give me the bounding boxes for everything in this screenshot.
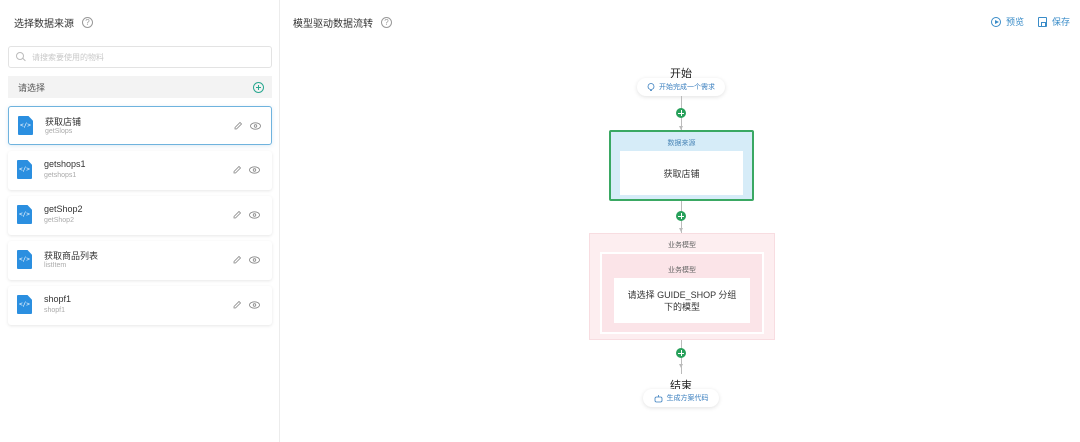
edit-icon[interactable]	[233, 121, 243, 131]
view-icon[interactable]	[249, 256, 260, 264]
file-icon-glyph: </>	[20, 122, 31, 129]
add-icon[interactable]	[253, 81, 264, 93]
code-file-icon: </>	[17, 160, 32, 179]
code-file-icon: </>	[18, 116, 33, 135]
edit-icon[interactable]	[232, 300, 242, 310]
canvas-title: 模型驱动数据流转	[293, 18, 373, 30]
arrow-icon	[678, 364, 683, 368]
edit-icon[interactable]	[232, 210, 242, 220]
file-icon-glyph: </>	[19, 256, 30, 263]
arrow-icon	[678, 126, 683, 130]
source-list: </> 获取店铺 getSlops </> getshops1 getshops…	[8, 106, 272, 331]
help-icon[interactable]: ?	[381, 16, 392, 28]
list-item[interactable]: </> 获取店铺 getSlops	[8, 106, 272, 145]
model-inner-label: 业务模型	[668, 267, 696, 274]
item-name: 获取店铺	[45, 117, 82, 127]
toolbar: 预览 保存	[977, 15, 1070, 28]
item-name: getShop2	[44, 204, 83, 214]
preview-button[interactable]: 预览	[990, 15, 1024, 28]
source-node-value: 获取店铺	[620, 151, 743, 195]
model-outer-label: 业务模型	[668, 242, 696, 249]
view-icon[interactable]	[249, 211, 260, 219]
edit-icon[interactable]	[232, 165, 242, 175]
add-step-icon[interactable]	[676, 211, 686, 221]
search-input[interactable]	[32, 52, 262, 62]
preview-label: 预览	[1005, 17, 1024, 27]
add-step-icon[interactable]	[676, 108, 686, 118]
item-code: getShop2	[44, 217, 74, 224]
item-code: getshops1	[44, 172, 77, 179]
select-section-bar: 请选择	[8, 76, 272, 98]
arrow-icon	[678, 228, 683, 232]
file-icon-glyph: </>	[19, 211, 30, 218]
item-name: 获取商品列表	[44, 251, 99, 261]
play-icon	[990, 16, 1001, 27]
end-pill[interactable]: 生成方案代码	[643, 389, 719, 407]
list-item[interactable]: </> getshops1 getshops1	[8, 151, 272, 190]
save-button[interactable]: 保存	[1037, 15, 1070, 28]
bulb-icon	[647, 82, 655, 91]
data-source-panel: 选择数据来源 ? 请选择 </> 获取店铺 getSlops </> getsh…	[0, 0, 280, 442]
end-pill-label: 生成方案代码	[666, 395, 709, 402]
code-file-icon: </>	[17, 205, 32, 224]
section-label: 请选择	[18, 82, 46, 93]
panel-header: 选择数据来源 ?	[14, 15, 93, 30]
item-code: shopf1	[44, 307, 66, 314]
view-icon[interactable]	[249, 301, 260, 309]
start-node-title: 开始	[670, 68, 692, 80]
save-icon	[1037, 16, 1047, 27]
edit-icon[interactable]	[232, 255, 242, 265]
list-item[interactable]: </> getShop2 getShop2	[8, 196, 272, 235]
start-pill-label: 开始完成一个需求	[659, 84, 715, 91]
business-model-node[interactable]: 业务模型 业务模型 请选择 GUIDE_SHOP 分组下的模型	[589, 233, 775, 340]
view-icon[interactable]	[250, 122, 261, 130]
code-file-icon: </>	[17, 295, 32, 314]
item-code: getSlops	[45, 128, 73, 135]
item-code: listItem	[44, 262, 67, 269]
model-select-prompt[interactable]: 请选择 GUIDE_SHOP 分组下的模型	[614, 278, 750, 323]
list-item[interactable]: </> shopf1 shopf1	[8, 286, 272, 325]
file-icon-glyph: </>	[19, 301, 30, 308]
item-name: getshops1	[44, 159, 86, 169]
save-label: 保存	[1051, 17, 1070, 27]
start-pill[interactable]: 开始完成一个需求	[637, 78, 725, 96]
item-name: shopf1	[44, 294, 72, 304]
view-icon[interactable]	[249, 166, 260, 174]
add-step-icon[interactable]	[676, 348, 686, 358]
business-model-group: 业务模型 请选择 GUIDE_SHOP 分组下的模型	[600, 252, 764, 334]
search-box[interactable]	[8, 46, 272, 68]
source-node-label: 数据来源	[667, 140, 696, 147]
list-item[interactable]: </> 获取商品列表 listItem	[8, 241, 272, 280]
data-source-node[interactable]: 数据来源 获取店铺	[609, 130, 754, 201]
file-icon-glyph: </>	[19, 166, 30, 173]
panel-title: 选择数据来源	[14, 18, 74, 30]
help-icon[interactable]: ?	[82, 16, 93, 28]
canvas-header: 模型驱动数据流转 ?	[293, 15, 392, 30]
search-icon	[16, 52, 26, 62]
robot-icon	[654, 394, 662, 402]
code-file-icon: </>	[17, 250, 32, 269]
